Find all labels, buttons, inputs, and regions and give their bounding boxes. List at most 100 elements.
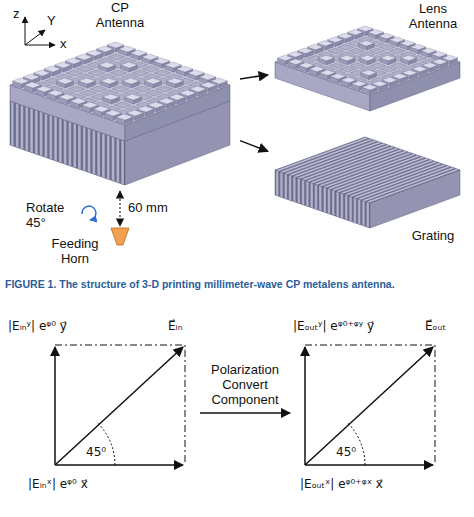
grating-fin: [25, 106, 28, 151]
unit-cell: [372, 81, 388, 87]
input-field-diagram: |Eᵢₙʸ| eᵠ⁰ y⃗E⃗ᵢₙ45⁰|Eᵢₙˣ| eᵠ⁰ x⃗: [5, 313, 200, 513]
unit-cell: [97, 46, 114, 52]
field-component: |Eᵢₙˣ| eᵠ⁰ x⃗: [28, 476, 88, 492]
unit-cell: [330, 74, 346, 80]
unit-cell: [167, 78, 184, 84]
unit-cell: [134, 86, 151, 92]
unit-cell: [389, 37, 405, 43]
unit-cell: [328, 48, 344, 54]
unit-cell: [66, 70, 83, 76]
unit-cell: [105, 110, 122, 116]
part-name: Feeding Horn: [46, 236, 104, 266]
grating-fin: [45, 113, 48, 158]
metasurface: [275, 29, 460, 95]
unit-cell: [44, 66, 61, 72]
unit-cell: [349, 48, 365, 54]
grating-fin: [345, 194, 348, 220]
angle-label: 45⁰: [336, 444, 356, 460]
unit-cell: [143, 66, 160, 72]
grating-fin: [16, 103, 19, 148]
grating-fin: [306, 181, 309, 207]
metasurface: [10, 45, 230, 125]
unit-cell: [400, 41, 416, 47]
grating-fin: [293, 176, 296, 202]
grating-fin: [40, 111, 43, 156]
unit-cell: [370, 63, 386, 69]
unit-cell: [391, 63, 407, 69]
unit-cell: [200, 82, 217, 88]
grating-fin: [332, 190, 335, 216]
output-vector-figure: [305, 345, 435, 465]
connector-arrow: [240, 75, 268, 79]
unit-cell: [55, 62, 72, 68]
cp-antenna: CP Antenna: [5, 0, 240, 192]
unit-cell: [179, 90, 196, 96]
unit-cell: [278, 55, 294, 61]
grating-fin: [367, 202, 370, 228]
unit-cell: [379, 33, 395, 39]
unit-cell: [392, 74, 408, 80]
grating-fin: [64, 120, 67, 165]
part-name: CP Antenna: [90, 0, 150, 30]
unit-cell: [137, 106, 154, 112]
grating-fin: [302, 179, 305, 205]
unit-cell: [410, 44, 426, 50]
unit-cell: [211, 78, 228, 84]
grating-fin: [285, 173, 288, 199]
unit-cell: [82, 102, 99, 108]
unit-cell: [390, 48, 406, 54]
unit-cell: [145, 78, 162, 84]
grating-fin: [367, 169, 460, 203]
grating-fin: [276, 170, 279, 196]
grating-fin: [336, 191, 339, 217]
unit-cell: [142, 54, 159, 60]
field-vector: [305, 347, 433, 465]
y-axis: [25, 30, 45, 45]
unit-cell: [93, 106, 110, 112]
grating-fin: [92, 130, 95, 175]
unit-cell: [320, 70, 336, 76]
grating-fin: [362, 167, 455, 201]
unit-cell: [380, 55, 396, 61]
grating-fin: [362, 200, 365, 226]
lens-antenna-model: [275, 26, 460, 111]
grating-fin: [97, 131, 100, 176]
grating-fin: [59, 118, 62, 163]
unit-cell: [350, 63, 366, 69]
unit-cell: [103, 94, 120, 100]
grating-fin: [73, 123, 76, 168]
grating-fin: [323, 187, 326, 213]
y-vector: [54, 347, 56, 465]
unit-cell: [165, 62, 182, 68]
unit-cell: [288, 59, 304, 65]
grating-fin: [354, 197, 357, 223]
unit-cell: [108, 54, 125, 60]
grating-fin: [11, 101, 14, 146]
x-vector: [55, 464, 183, 466]
unit-cell: [47, 90, 64, 96]
grating-top: [275, 137, 460, 203]
unit-cell: [88, 70, 105, 76]
unit-cell: [132, 70, 149, 76]
x-axis: [25, 45, 55, 46]
unit-cell: [362, 85, 378, 91]
unit-cell: [110, 70, 127, 76]
unit-cell: [70, 98, 87, 104]
grating-fin: [349, 196, 352, 222]
unit-cell: [158, 98, 175, 104]
figure-caption: FIGURE 1. The structure of 3-D printing …: [5, 278, 469, 291]
unit-cell: [319, 55, 335, 61]
unit-cell: [156, 86, 173, 92]
feeding-horn: [111, 228, 129, 245]
grating-fin: [107, 135, 110, 180]
unit-cell: [351, 81, 367, 87]
grating-fin: [21, 105, 24, 150]
unit-cell: [338, 33, 354, 39]
unit-cell: [146, 90, 163, 96]
unit-cell: [442, 55, 458, 61]
unit-cell: [13, 78, 30, 84]
projection-line: [55, 345, 185, 465]
rotate-icon: [82, 206, 96, 220]
unit-cell: [341, 77, 357, 83]
edge-label: Polarization Convert Component: [193, 362, 297, 407]
